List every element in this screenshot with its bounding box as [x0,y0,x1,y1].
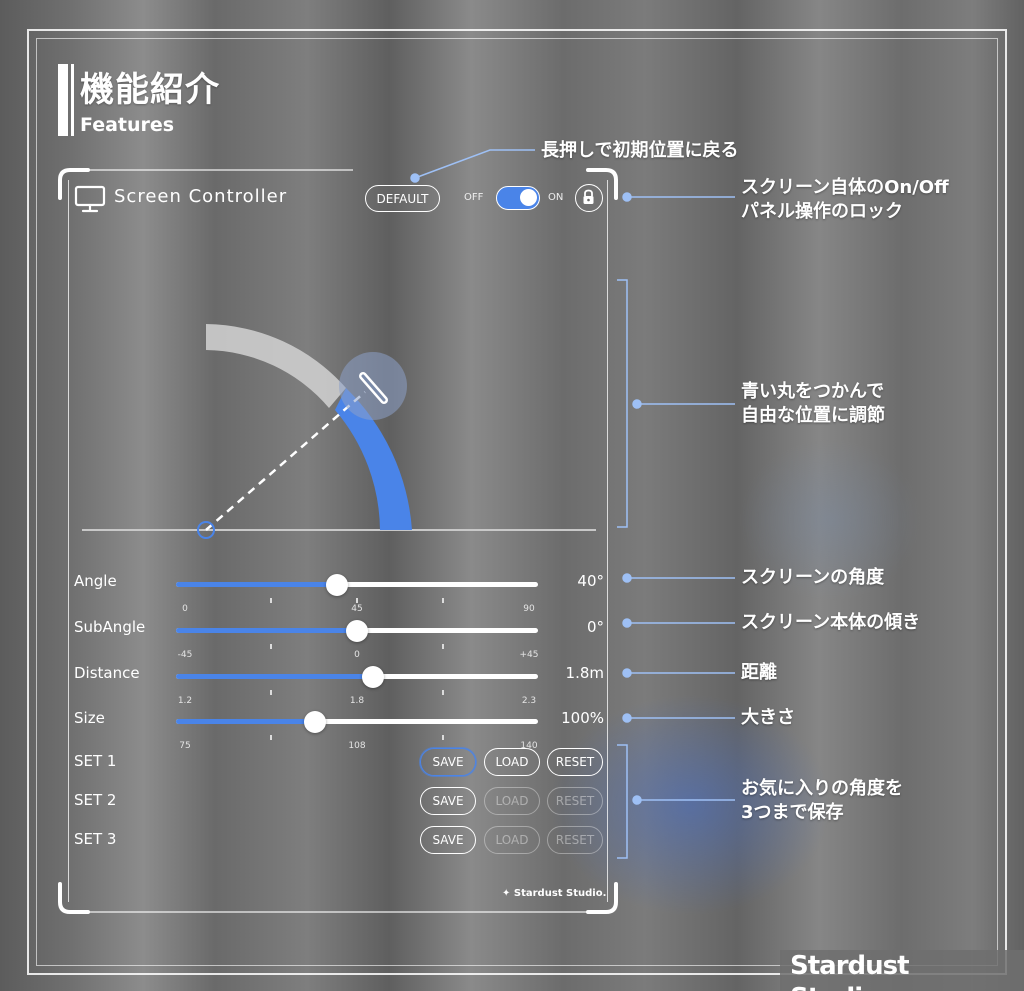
size-min-label: 75 [179,741,191,751]
angle-max-label: 90 [523,604,535,614]
preset-2-reset-button[interactable]: RESET [547,787,603,815]
tick [442,598,444,603]
tick [442,690,444,695]
page-subtitle: Features [80,114,175,136]
angle-slider-knob[interactable] [325,574,348,596]
angle-slider-fill [176,582,337,587]
size-slider-row: Size 75 108 140 100% [74,709,604,751]
outer-frame [27,29,1007,975]
toggle-callout-1: スクリーン自体のOn/Off [741,177,949,198]
preset-3-load-button[interactable]: LOAD [484,826,540,854]
angle-callout: スクリーンの角度 [741,567,885,588]
size-slider-fill [176,719,316,724]
page-title: 機能紹介 [80,70,220,110]
angle-min-label: 0 [182,604,188,614]
preset-callout-2: 3つまで保存 [741,802,844,823]
drag-callout-2: 自由な位置に調節 [741,405,885,426]
size-label: Size [74,709,105,727]
title-accent-bar [58,64,68,136]
preset-row-2: SET 2 SAVE LOAD RESET [74,787,604,815]
subangle-slider-knob[interactable] [346,620,368,642]
title-accent-bar-thin [71,64,74,136]
lock-icon [583,189,594,204]
size-slider-knob[interactable] [304,711,327,733]
subangle-value: 0° [586,618,604,636]
subangle-slider-fill [176,628,357,633]
angle-mid-label: 45 [351,604,363,614]
lock-button[interactable] [575,184,603,212]
monitor-icon [74,185,106,213]
panel-header: Screen Controller DEFAULT OFF ON [74,182,604,216]
distance-slider-row: Distance 1.2 1.8 2.3 1.8m [74,664,604,706]
distance-mid-label: 1.8 [349,696,365,706]
panel-frame [58,168,618,914]
size-slider[interactable]: 75 108 140 [176,711,538,751]
footer-brand-logo: Stardust StudioTM [780,950,1024,991]
distance-value: 1.8m [565,664,604,682]
panel-brand-text: Stardust Studio. [513,888,607,899]
preset-1-load-button[interactable]: LOAD [484,748,540,776]
distance-slider[interactable]: 1.2 1.8 2.3 [176,666,538,706]
screen-power-toggle[interactable] [496,186,540,210]
panel-brand-logo: ✦ Stardust Studio. [502,888,606,899]
subangle-mid-label: 0 [354,650,360,660]
tick [270,735,272,740]
preset-2-label: SET 2 [74,791,117,809]
distance-min-label: 1.2 [177,696,193,706]
tick [270,690,272,695]
distance-slider-fill [176,674,374,679]
tick [442,644,444,649]
preset-1-save-button[interactable]: SAVE [420,748,476,776]
subangle-label: SubAngle [74,618,146,636]
tick [442,735,444,740]
inner-frame [36,38,998,966]
drag-callout-1: 青い丸をつかんで [741,381,885,402]
subangle-max-label: +45 [519,650,539,660]
preset-2-save-button[interactable]: SAVE [420,787,476,815]
tick [356,598,358,603]
preset-3-save-button[interactable]: SAVE [420,826,476,854]
angle-value: 40° [577,572,604,590]
toggle-knob [520,189,537,206]
distance-max-label: 2.3 [521,696,537,706]
subangle-slider[interactable]: -45 0 +45 [176,620,539,660]
preset-1-label: SET 1 [74,752,117,770]
distance-label: Distance [74,664,140,682]
angle-slider-row: Angle 0 45 90 40° [74,572,604,614]
default-callout: 長押しで初期位置に戻る [541,140,739,161]
toggle-off-label: OFF [464,192,484,203]
preset-row-3: SET 3 SAVE LOAD RESET [74,826,604,854]
footer-brand-text: Stardust Studio [790,951,910,991]
default-button[interactable]: DEFAULT [365,185,440,212]
angle-slider[interactable]: 0 45 90 [176,574,538,614]
distance-callout: 距離 [741,662,777,683]
preset-row-1: SET 1 SAVE LOAD RESET [74,748,604,776]
size-mid-label: 108 [348,741,366,751]
panel-side-lines [68,180,608,902]
toggle-on-label: ON [548,192,564,203]
preset-2-load-button[interactable]: LOAD [484,787,540,815]
subangle-min-label: -45 [177,650,193,660]
preset-3-reset-button[interactable]: RESET [547,826,603,854]
toggle-callout-2: パネル操作のロック [741,201,903,222]
subangle-callout: スクリーン本体の傾き [741,612,921,633]
panel-title: Screen Controller [114,186,288,207]
tick [270,644,272,649]
preset-3-label: SET 3 [74,830,117,848]
size-callout: 大きさ [741,707,795,728]
preset-1-reset-button[interactable]: RESET [547,748,603,776]
angle-label: Angle [74,572,117,590]
size-value: 100% [561,709,604,727]
preset-callout-1: お気に入りの角度を [741,778,903,799]
distance-slider-knob[interactable] [362,666,385,688]
subangle-slider-row: SubAngle -45 0 +45 0° [74,618,604,660]
tick [270,598,272,603]
size-max-label: 140 [520,741,538,751]
star-icon: ✦ [502,888,511,899]
